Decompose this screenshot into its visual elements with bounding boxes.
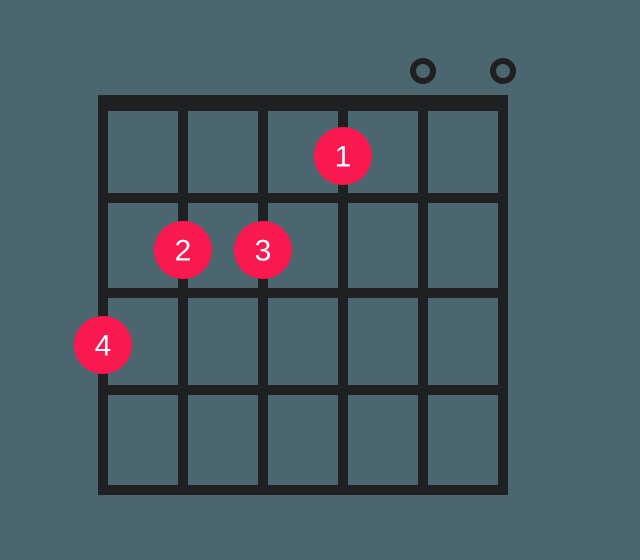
nut [98,95,508,111]
finger-marker-3[interactable]: 3 [234,221,292,279]
open-string-2-icon [410,58,436,84]
finger-marker-4[interactable]: 4 [74,316,132,374]
open-string-1-icon [490,58,516,84]
fret-line-1 [98,193,508,203]
finger-marker-1[interactable]: 1 [314,127,372,185]
nut-bar [98,95,508,111]
string-line-1 [498,95,508,495]
string-line-3 [338,95,348,495]
string-line-6 [98,95,108,495]
fret-line-2 [98,288,508,298]
finger-marker-2[interactable]: 2 [154,221,212,279]
open-string-markers [410,58,516,84]
string-line-5 [178,95,188,495]
string-line-2 [418,95,428,495]
string-lines [98,95,508,495]
finger-dot [74,316,132,374]
fret-line-3 [98,385,508,395]
finger-dot [314,127,372,185]
finger-dot [234,221,292,279]
string-line-4 [258,95,268,495]
fret-line-4 [98,485,508,495]
finger-dot [154,221,212,279]
fret-lines [98,193,508,495]
